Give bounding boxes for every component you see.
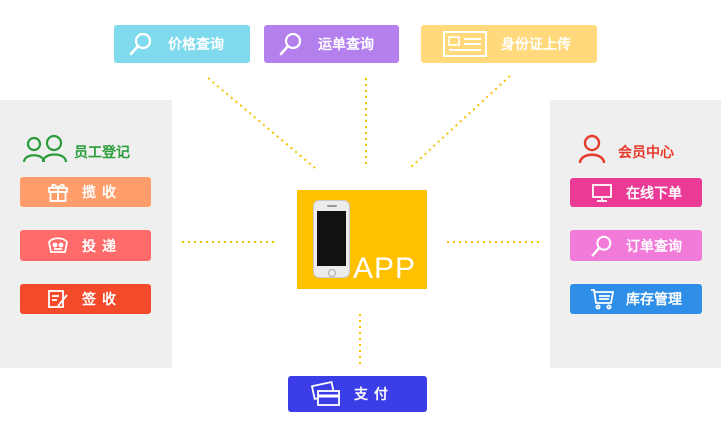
delivery-icon xyxy=(46,236,70,256)
member-center-header: 会员中心 xyxy=(578,134,674,164)
order-query-label: 订单查询 xyxy=(626,238,682,255)
pickup-label: 揽收 xyxy=(82,185,122,201)
user-icon xyxy=(578,134,606,164)
search-icon xyxy=(276,25,306,63)
waybill-query-label: 运单查询 xyxy=(318,37,374,53)
search-icon xyxy=(590,234,614,258)
order-query-button[interactable]: 订单查询 xyxy=(570,230,702,261)
staff-register-header: 员工登记 xyxy=(22,134,130,164)
search-icon xyxy=(126,25,156,63)
id-upload-label: 身份证上传 xyxy=(501,37,571,53)
staff-register-label: 员工登记 xyxy=(74,145,130,161)
delivery-button[interactable]: 投递 xyxy=(20,230,151,261)
delivery-label: 投递 xyxy=(82,238,122,255)
card-icon xyxy=(310,381,342,407)
users-icon xyxy=(22,134,68,164)
inventory-label: 库存管理 xyxy=(626,292,682,308)
pay-label: 支付 xyxy=(354,387,394,403)
sign-for-button[interactable]: 签收 xyxy=(20,284,151,314)
phone-icon xyxy=(313,200,350,278)
sign-icon xyxy=(46,289,70,309)
price-query-label: 价格查询 xyxy=(168,37,224,53)
place-order-label: 在线下单 xyxy=(626,185,682,202)
place-order-button[interactable]: 在线下单 xyxy=(570,178,702,207)
connector-top-left xyxy=(207,77,316,169)
cart-icon xyxy=(590,288,614,310)
monitor-icon xyxy=(590,183,614,202)
app-block: APP xyxy=(297,190,427,289)
pay-button[interactable]: 支付 xyxy=(288,376,427,412)
id-card-icon xyxy=(443,25,487,63)
connector-top-right xyxy=(409,75,511,169)
waybill-query-button[interactable]: 运单查询 xyxy=(264,25,399,63)
price-query-button[interactable]: 价格查询 xyxy=(114,25,250,63)
pickup-button[interactable]: 揽收 xyxy=(20,177,151,207)
gift-icon xyxy=(46,182,70,202)
inventory-button[interactable]: 库存管理 xyxy=(570,284,702,314)
sign-for-label: 签收 xyxy=(82,292,122,308)
member-center-label: 会员中心 xyxy=(618,145,674,161)
id-upload-button[interactable]: 身份证上传 xyxy=(421,25,597,63)
app-label: APP xyxy=(353,252,417,285)
